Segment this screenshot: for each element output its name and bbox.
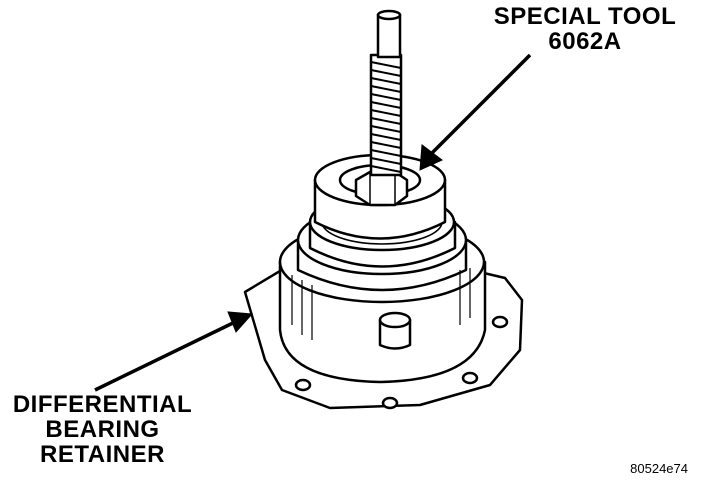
callout-line: RETAINER bbox=[40, 441, 165, 469]
bolt-hole bbox=[294, 378, 312, 392]
arrow-head bbox=[227, 311, 254, 333]
callout-line: 6062A bbox=[548, 28, 622, 56]
special-tool-callout: SPECIAL TOOL 6062A bbox=[470, 3, 700, 56]
figure-id: 80524e74 bbox=[630, 461, 688, 476]
callout-line: DIFFERENTIAL bbox=[12, 391, 193, 418]
bolt-hole bbox=[491, 315, 509, 329]
bolt-hole bbox=[461, 371, 479, 385]
bolt-hole bbox=[381, 396, 399, 410]
callout-line: BEARING bbox=[45, 416, 160, 444]
arrow-head bbox=[419, 144, 443, 171]
tool-nut bbox=[354, 170, 409, 207]
bearing-retainer-callout: DIFFERENTIAL BEARING RETAINER bbox=[0, 392, 205, 468]
callout-line: SPECIAL TOOL bbox=[493, 3, 677, 30]
